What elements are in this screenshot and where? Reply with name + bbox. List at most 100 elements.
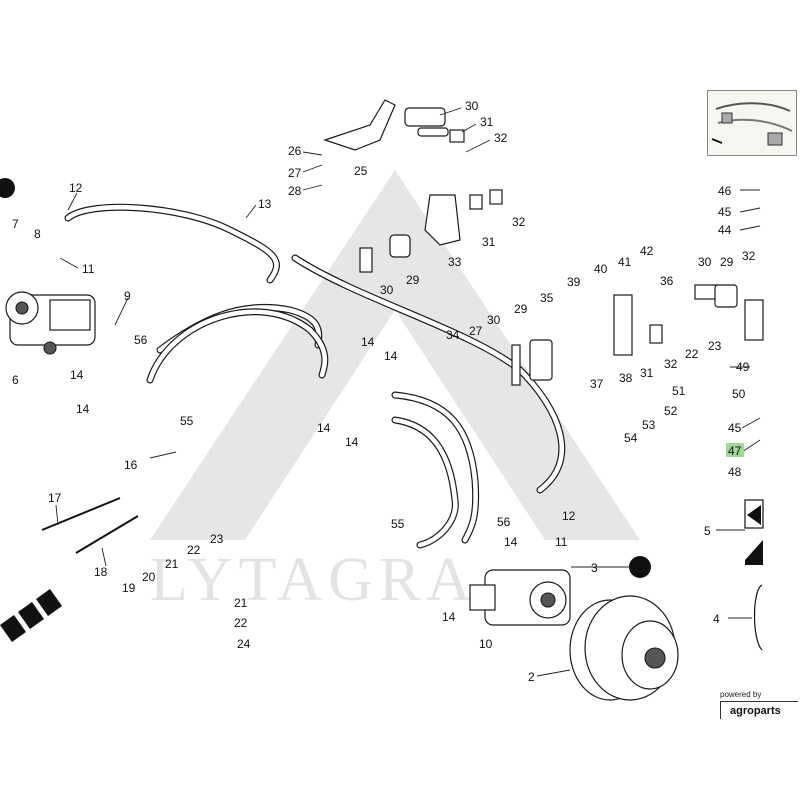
callout-33[interactable]: 33 [448,255,462,269]
callout-51[interactable]: 51 [672,384,686,398]
callout-9[interactable]: 9 [124,289,131,303]
callout-45[interactable]: 45 [718,205,732,219]
callout-labels: 30 31 32 26 27 28 25 12 13 7 8 11 9 6 56… [12,99,756,684]
callout-42[interactable]: 42 [640,244,654,258]
callout-18[interactable]: 18 [94,565,108,579]
callout-32[interactable]: 32 [494,131,508,145]
callout-27[interactable]: 27 [288,166,302,180]
callout-46[interactable]: 46 [718,184,732,198]
callout-23[interactable]: 23 [708,339,722,353]
callout-12[interactable]: 12 [562,509,576,523]
callout-10[interactable]: 10 [479,637,493,651]
callout-29[interactable]: 29 [720,255,734,269]
callout-37[interactable]: 37 [590,377,604,391]
callout-14[interactable]: 14 [70,368,84,382]
callout-7[interactable]: 7 [12,217,19,231]
callout-30[interactable]: 30 [487,313,501,327]
callout-4[interactable]: 4 [713,612,720,626]
callout-29[interactable]: 29 [406,273,420,287]
callout-2[interactable]: 2 [528,670,535,684]
callout-40[interactable]: 40 [594,262,608,276]
callout-52[interactable]: 52 [664,404,678,418]
callout-30[interactable]: 30 [380,283,394,297]
callout-12[interactable]: 12 [69,181,83,195]
callout-34[interactable]: 34 [446,328,460,342]
callout-21[interactable]: 21 [234,596,248,610]
callout-31[interactable]: 31 [482,235,496,249]
callout-19[interactable]: 19 [122,581,136,595]
callout-56[interactable]: 56 [497,515,511,529]
overview-thumbnail[interactable] [707,90,797,156]
callout-55[interactable]: 55 [180,414,194,428]
callout-32[interactable]: 32 [664,357,678,371]
callout-32[interactable]: 32 [742,249,756,263]
hydraulic-motor-right[interactable] [469,569,571,626]
callout-45[interactable]: 45 [728,421,742,435]
reference-dot [0,178,15,198]
callout-44[interactable]: 44 [718,223,732,237]
callout-26[interactable]: 26 [288,144,302,158]
callout-30[interactable]: 30 [698,255,712,269]
callout-32[interactable]: 32 [512,215,526,229]
bracket-33[interactable] [424,194,461,246]
callout-39[interactable]: 39 [567,275,581,289]
callout-13[interactable]: 13 [258,197,272,211]
callout-20[interactable]: 20 [142,570,156,584]
callout-14[interactable]: 14 [317,421,331,435]
callout-14[interactable]: 14 [76,402,90,416]
powered-by-label: powered by [720,690,762,699]
callout-21[interactable]: 21 [165,557,179,571]
agroparts-logo[interactable]: agroparts [720,701,798,719]
callout-14[interactable]: 14 [442,610,456,624]
bracket-25[interactable] [323,99,396,151]
callout-36[interactable]: 36 [660,274,674,288]
callout-14[interactable]: 14 [504,535,518,549]
callout-38[interactable]: 38 [619,371,633,385]
callout-14[interactable]: 14 [384,349,398,363]
watermark-text: LYTAGRA [150,546,477,614]
callout-22[interactable]: 22 [187,543,201,557]
callout-14[interactable]: 14 [345,435,359,449]
callout-50[interactable]: 50 [732,387,746,401]
partial-decal-panel [744,499,764,651]
wheel-hub-drive[interactable] [569,595,679,701]
callout-30[interactable]: 30 [465,99,479,113]
callout-5[interactable]: 5 [704,524,711,538]
hydraulic-motor-left[interactable] [5,291,96,355]
hoses [64,203,566,549]
callout-55[interactable]: 55 [391,517,405,531]
callout-11[interactable]: 11 [82,262,95,276]
callout-28[interactable]: 28 [288,184,302,198]
callout-48[interactable]: 48 [728,465,742,479]
rod-18[interactable] [75,515,139,554]
callout-3[interactable]: 3 [591,561,598,575]
callout-47[interactable]: 47 [728,444,742,458]
clamp-parts[interactable] [359,107,764,386]
callout-35[interactable]: 35 [540,291,554,305]
callout-6[interactable]: 6 [12,373,19,387]
callout-11[interactable]: 11 [555,535,568,549]
highlight-marker [726,443,744,457]
callout-53[interactable]: 53 [642,418,656,432]
warning-stripes [0,589,62,642]
callout-22[interactable]: 22 [234,616,248,630]
callout-23[interactable]: 23 [210,532,224,546]
callout-56[interactable]: 56 [134,333,148,347]
callout-27[interactable]: 27 [469,324,483,338]
bracket-38[interactable] [613,294,633,356]
rod-17[interactable] [41,497,121,531]
callout-49[interactable]: 49 [736,360,750,374]
callout-14[interactable]: 14 [361,335,375,349]
callout-29[interactable]: 29 [514,302,528,316]
callout-22[interactable]: 22 [685,347,699,361]
callout-8[interactable]: 8 [34,227,41,241]
callout-24[interactable]: 24 [237,637,251,651]
callout-41[interactable]: 41 [618,255,632,269]
callout-54[interactable]: 54 [624,431,638,445]
callout-17[interactable]: 17 [48,491,62,505]
callout-31[interactable]: 31 [640,366,654,380]
callout-31[interactable]: 31 [480,115,494,129]
callout-25[interactable]: 25 [354,164,368,178]
callout-16[interactable]: 16 [124,458,138,472]
